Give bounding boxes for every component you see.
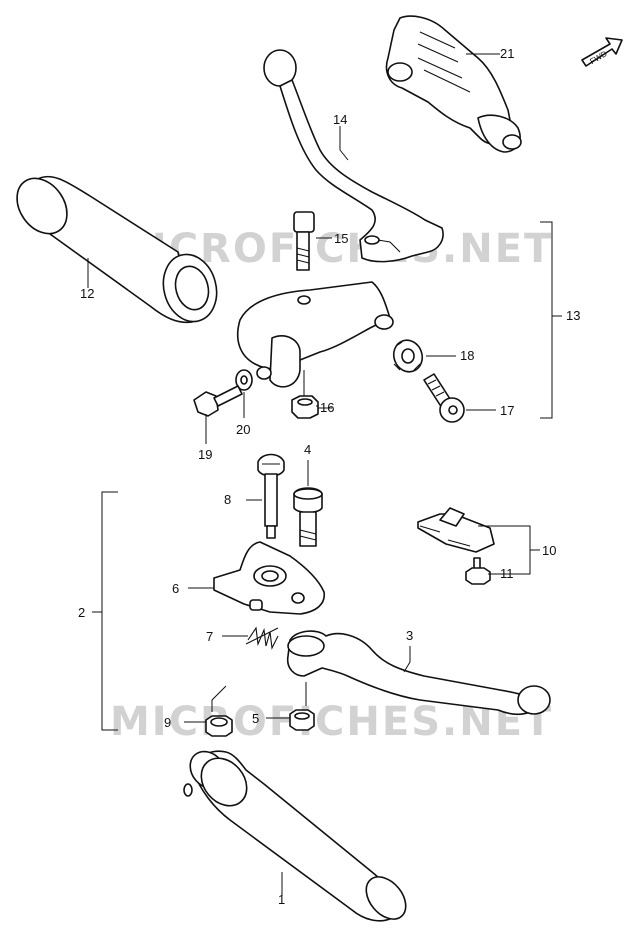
lever-holder-6 [213,541,325,615]
brake-lever-3 [286,630,551,715]
label-20: 20 [236,422,250,437]
label-1: 1 [278,892,285,907]
pin-8 [257,453,285,539]
label-3: 3 [406,628,413,643]
lever-holder-13 [236,281,394,388]
fwd-arrow-icon: FWD [581,37,623,67]
label-15: 15 [334,231,348,246]
label-14: 14 [333,112,347,127]
washer-20 [235,369,253,391]
label-7: 7 [206,629,213,644]
bushing-4 [293,487,323,547]
adjuster-17 [423,373,465,423]
label-19: 19 [198,447,212,462]
label-12: 12 [80,286,94,301]
throttle-grip-1 [183,750,407,922]
nut-9 [205,715,233,737]
label-8: 8 [224,492,231,507]
nut-5 [289,709,315,731]
nut-16 [291,395,319,419]
label-2: 2 [78,605,85,620]
label-6: 6 [172,581,179,596]
clutch-lever-14 [263,49,444,263]
spring-7 [245,626,279,650]
label-9: 9 [164,715,171,730]
screw-11 [465,557,491,585]
label-13: 13 [566,308,580,323]
switch-10 [417,507,495,553]
label-4: 4 [304,442,311,457]
label-11: 11 [500,566,514,581]
switch-housing-21 [385,15,522,153]
grip-12 [16,175,218,324]
bracket-10 [478,525,540,575]
label-16: 16 [320,400,334,415]
label-18: 18 [460,348,474,363]
locknut-18 [392,339,424,373]
bolt-19 [193,385,243,417]
label-10: 10 [542,543,556,558]
bracket-13 [540,221,562,419]
leader-lines [87,53,500,896]
label-21: 21 [500,46,514,61]
bracket-2 [92,491,118,731]
label-17: 17 [500,403,514,418]
bolt-15 [293,211,315,271]
label-5: 5 [252,711,259,726]
